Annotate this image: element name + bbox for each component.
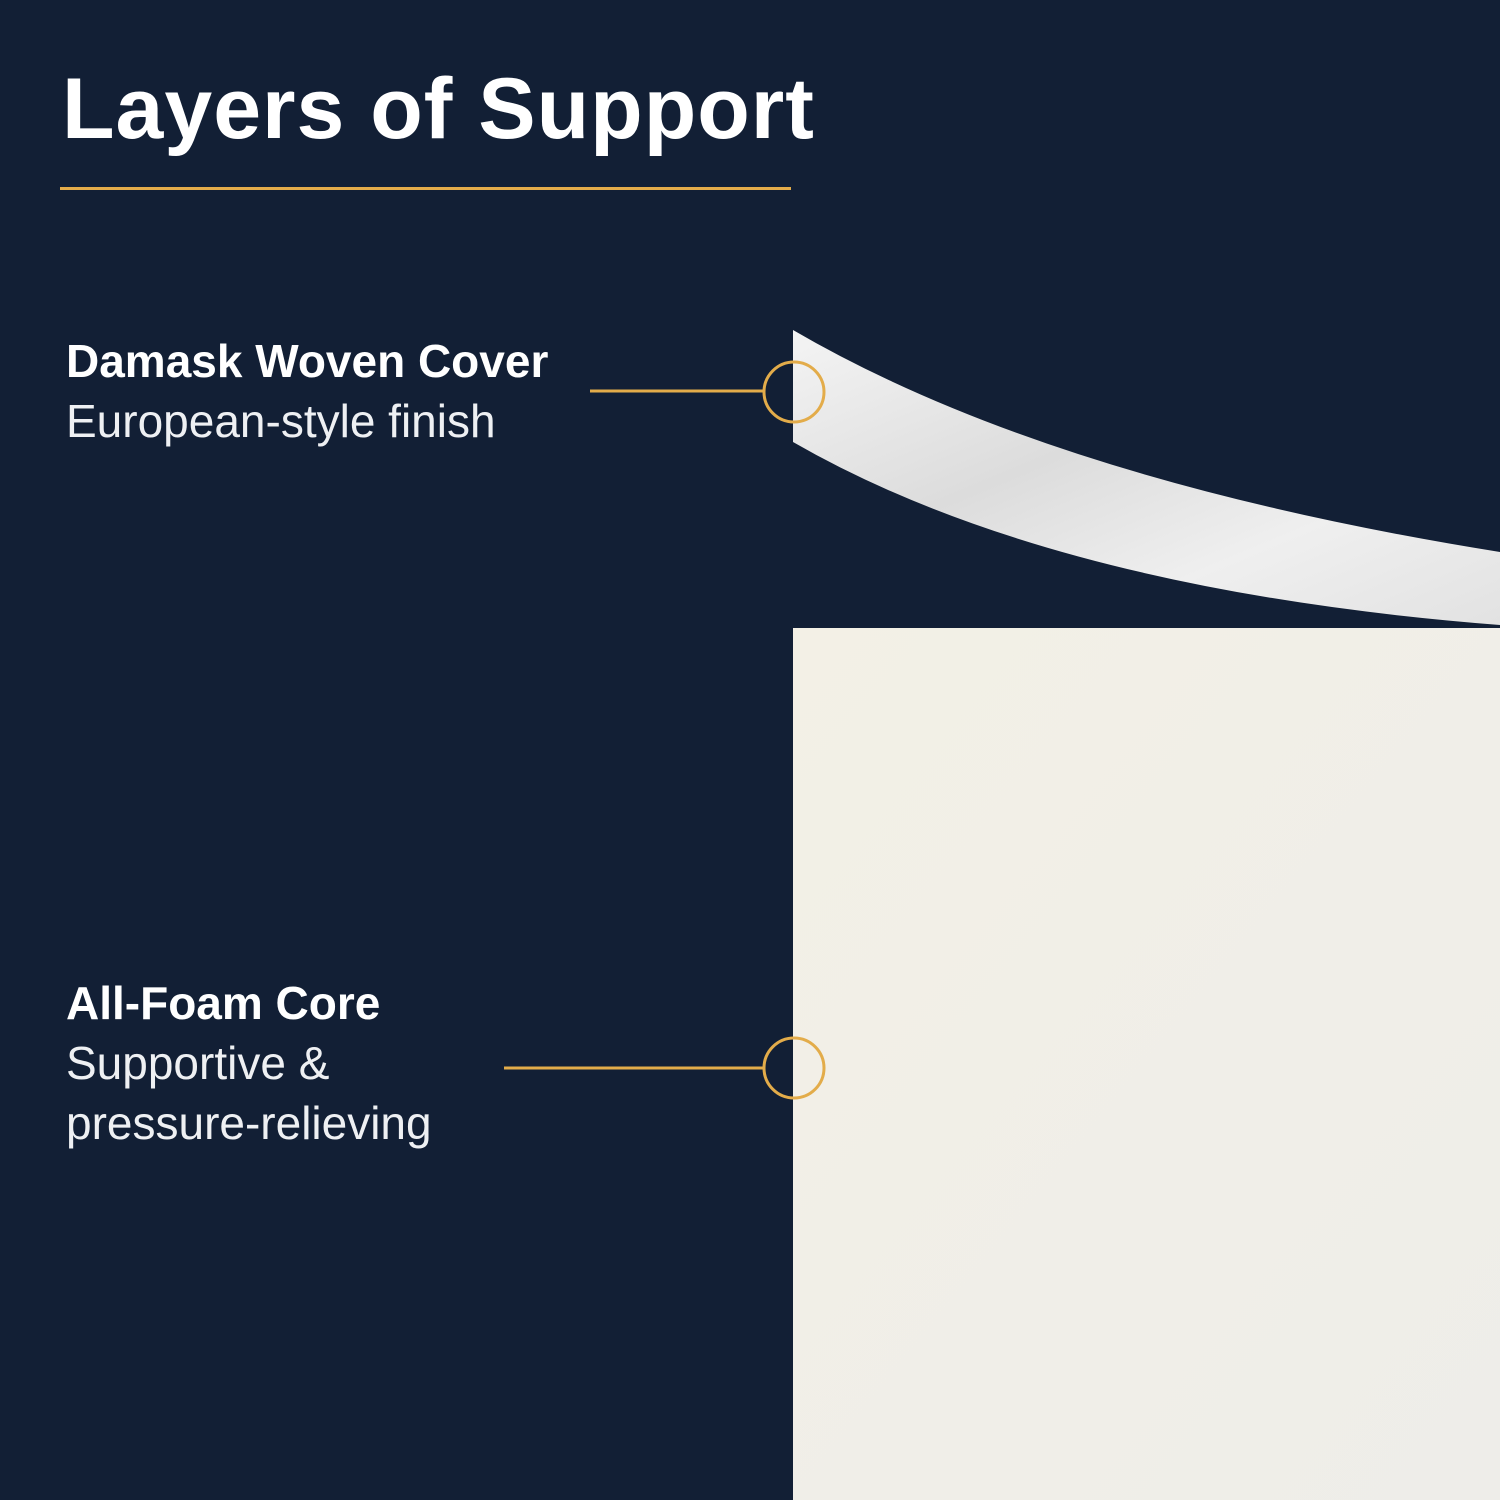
foam-name: All-Foam Core: [66, 977, 381, 1029]
title-underline: [60, 187, 791, 190]
page-title: Layers of Support: [62, 61, 815, 157]
cover-layer: [793, 330, 1500, 625]
cover-callout-marker: [762, 360, 826, 424]
cover-label: Damask Woven Cover European-style finish: [66, 330, 586, 452]
foam-callout-marker: [762, 1036, 826, 1100]
foam-description: Supportive & pressure-relieving: [66, 1037, 432, 1149]
foam-core-layer: [793, 628, 1500, 1500]
cover-name: Damask Woven Cover: [66, 335, 549, 387]
cover-description: European-style finish: [66, 395, 496, 448]
foam-label: All-Foam Core Supportive & pressure-reli…: [66, 972, 466, 1154]
